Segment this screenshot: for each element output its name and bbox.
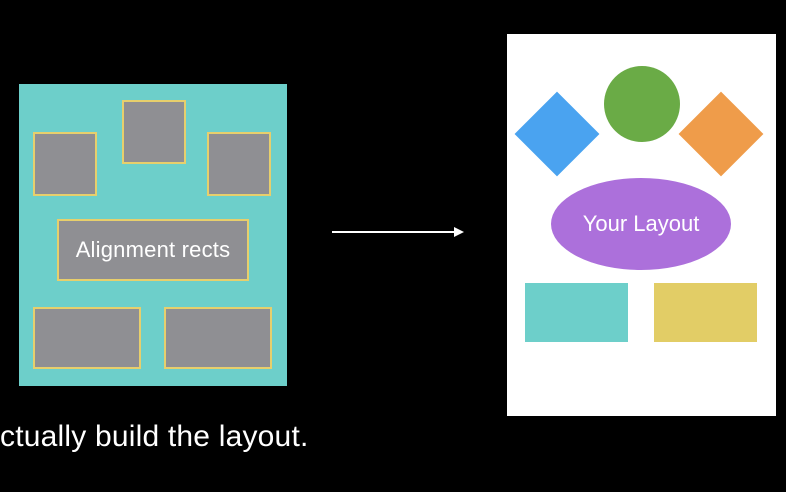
alignment-rect-label-box: Alignment rects [57, 219, 249, 281]
blue-diamond-shape [514, 91, 600, 177]
right-arrow-icon [332, 227, 464, 237]
alignment-rect-top-left [33, 132, 97, 196]
your-layout-label: Your Layout [582, 211, 700, 236]
alignment-rects-label: Alignment rects [75, 237, 231, 262]
alignment-rect-bottom-right [164, 307, 272, 369]
purple-ellipse-shape: Your Layout [551, 178, 731, 270]
alignment-rect-top-right [207, 132, 271, 196]
green-circle-shape [604, 66, 680, 142]
alignment-rects-panel: Alignment rects [19, 84, 287, 386]
yellow-rectangle-shape [654, 283, 757, 342]
subtitle-caption: ctually build the layout. [0, 420, 309, 453]
teal-rectangle-shape [525, 283, 628, 342]
orange-diamond-shape [678, 91, 764, 177]
your-layout-panel: Your Layout [507, 34, 776, 416]
alignment-rect-top-center [122, 100, 186, 164]
alignment-rect-bottom-left [33, 307, 141, 369]
